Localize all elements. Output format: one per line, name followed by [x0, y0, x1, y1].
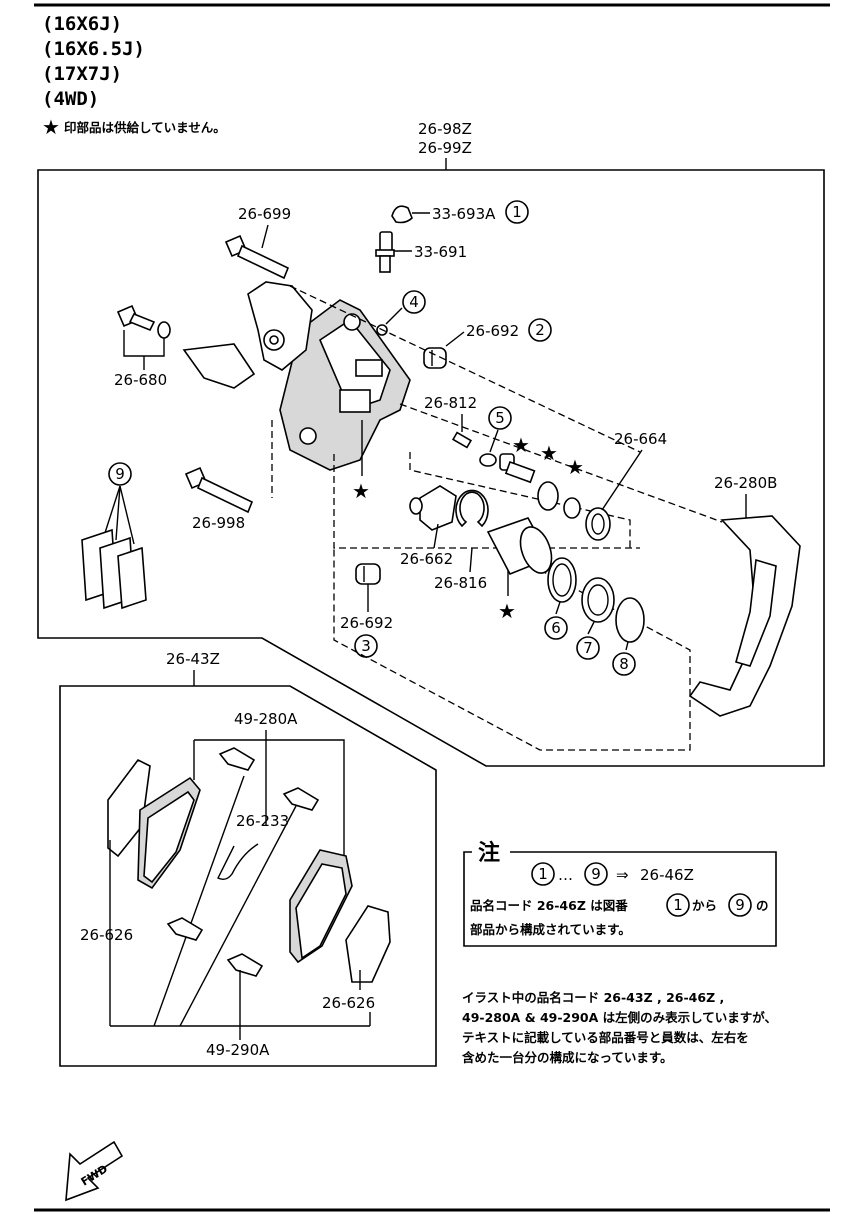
- guide-bolt-lower-icon: [184, 466, 254, 514]
- boot-icon: [423, 347, 447, 369]
- label-26-664: 26-664: [614, 430, 667, 448]
- label-49-280A: 49-280A: [234, 710, 298, 728]
- callout-7: 7: [583, 639, 593, 657]
- label-26-626-left: 26-626: [80, 926, 133, 944]
- spec-line-2: (16X6.5J): [42, 38, 145, 60]
- clip-lower-right-icon: [226, 953, 264, 977]
- clip-top-icon: [218, 747, 256, 771]
- label-26-680: 26-680: [114, 371, 167, 389]
- assembly-code-top: 26-98Z: [418, 120, 472, 138]
- star-icon: ★: [512, 433, 530, 457]
- piston-seal-icon: [409, 485, 457, 531]
- bleeder-cap-icon: [391, 205, 413, 224]
- brake-pad-kit-icon: [81, 528, 147, 610]
- note-line-3: 部品から構成されています。: [470, 922, 631, 937]
- note-range-sep: …: [558, 866, 573, 884]
- footer-note-line-2: 49-280A & 49-290A は左側のみ表示していますが、: [462, 1010, 777, 1025]
- spec-line-1: (16X6J): [42, 13, 122, 35]
- boot-lower-icon: [355, 563, 381, 585]
- star-note: 印部品は供給していません。: [64, 120, 226, 135]
- callout-9: 9: [115, 465, 125, 483]
- pin-icon: [451, 431, 473, 449]
- footer-note-line-1: イラスト中の品名コード 26-43Z , 26-46Z ,: [462, 990, 724, 1005]
- callout-2: 2: [535, 321, 545, 339]
- star-icon: ★: [352, 479, 370, 503]
- note-line-2-end: 9: [735, 896, 745, 914]
- callout-5: 5: [495, 409, 505, 427]
- pad-kit-frame: [59, 685, 437, 1067]
- callout-1: 1: [512, 203, 522, 221]
- brake-pad-right-icon: [289, 849, 353, 964]
- fwd-arrow-icon: FWD: [65, 1140, 124, 1202]
- note-title: 注: [478, 840, 500, 866]
- shim-right-icon: [345, 905, 391, 983]
- caliper-bracket-icon: [688, 515, 801, 717]
- note-line-2-mid: から: [692, 898, 717, 913]
- pad-kit-code: 26-43Z: [166, 650, 220, 668]
- nut-icon: [563, 497, 581, 519]
- wear-indicator-icon: [217, 843, 259, 881]
- caliper-assembly-frame: [37, 169, 825, 767]
- spring-icon: [585, 507, 611, 541]
- label-49-290A: 49-290A: [206, 1041, 270, 1059]
- label-26-692-bottom: 26-692: [340, 614, 393, 632]
- assembly-code-bottom: 26-99Z: [418, 139, 472, 157]
- snap-ring-icon: [455, 489, 489, 528]
- star-icon: ★: [540, 441, 558, 465]
- label-26-662: 26-662: [400, 550, 453, 568]
- clip-mid-icon: [282, 787, 320, 811]
- dust-boot-icon: [581, 577, 615, 623]
- label-26-998: 26-998: [192, 514, 245, 532]
- callout-8: 8: [619, 655, 629, 673]
- label-26-812: 26-812: [424, 394, 477, 412]
- callout-3: 3: [361, 637, 371, 655]
- adjuster-screw-icon: [499, 453, 536, 484]
- footer-note-line-3: テキストに記載している部品番号と員数は、左右を: [462, 1030, 749, 1045]
- label-33-691: 33-691: [414, 243, 467, 261]
- footer-note-line-4: 含めた一台分の構成になっています。: [461, 1050, 673, 1065]
- parking-lever-icon: [182, 281, 313, 389]
- spec-line-4: (4WD): [42, 88, 99, 110]
- label-26-816: 26-816: [434, 574, 487, 592]
- bolt-washer-icon: [116, 304, 171, 339]
- note-box: [463, 851, 777, 947]
- label-26-280B: 26-280B: [714, 474, 777, 492]
- callout-4: 4: [409, 293, 419, 311]
- brake-pad-left-icon: [137, 776, 201, 890]
- note-arrow: ⇒: [616, 866, 629, 884]
- clip-lower-left-icon: [166, 917, 204, 941]
- label-26-626-right: 26-626: [322, 994, 375, 1012]
- label-26-692-top: 26-692: [466, 322, 519, 340]
- note-range-start: 1: [538, 865, 548, 883]
- caliper-body-icon: [279, 299, 411, 471]
- callout-6: 6: [551, 619, 561, 637]
- guide-bolt-icon: [224, 234, 290, 280]
- piston-icon: [486, 517, 553, 576]
- bleeder-screw-icon: [375, 231, 395, 273]
- note-line-2-post: の: [756, 898, 769, 913]
- star-icon: ★: [498, 599, 516, 623]
- spec-line-3: (17X7J): [42, 63, 122, 85]
- o-ring-large-icon: [615, 597, 645, 643]
- star-icon: ★: [42, 115, 60, 139]
- note-line-2-pre: 品名コード 26-46Z は図番: [470, 898, 628, 913]
- o-ring-icon: [479, 453, 497, 467]
- label-26-699: 26-699: [238, 205, 291, 223]
- note-line-2-start: 1: [673, 896, 683, 914]
- label-26-233: 26-233: [236, 812, 289, 830]
- note-range-end: 9: [591, 865, 601, 883]
- star-icon: ★: [566, 455, 584, 479]
- label-33-693A: 33-693A: [432, 205, 496, 223]
- washer-icon: [537, 481, 559, 511]
- note-range-code: 26-46Z: [640, 866, 694, 884]
